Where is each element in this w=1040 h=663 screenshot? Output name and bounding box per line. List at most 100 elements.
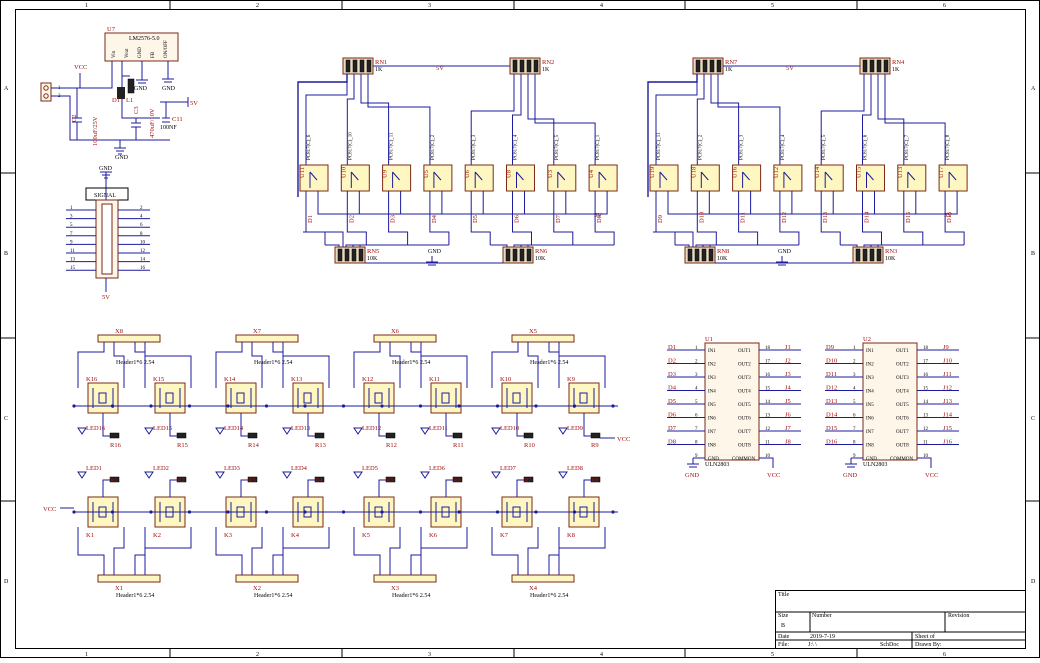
sheet-label: Sheet of <box>915 633 935 640</box>
driver-in-pin: 5 <box>853 400 856 405</box>
relay-wire <box>410 527 468 575</box>
resistor-network-ref: RN1 <box>375 59 387 66</box>
opto-glyph <box>824 171 833 188</box>
driver-input-net: D3 <box>668 371 676 378</box>
opto-ref: U4 <box>588 169 595 178</box>
resistor-network-ref: RN8 <box>717 248 729 255</box>
relay-coil <box>236 392 245 404</box>
junction-dot <box>303 510 307 514</box>
frame-row-label-left: B <box>4 251 8 257</box>
driver-out-pin: 12 <box>765 427 771 432</box>
led-symbol <box>491 471 501 479</box>
relay-wire <box>548 527 606 575</box>
opto-glyph <box>309 171 318 188</box>
opto-label: PC817(C)_8 <box>946 134 951 160</box>
resistor-network-ref: RN2 <box>542 59 554 66</box>
junction-dot <box>534 510 538 514</box>
drawn-by-label: Drawn By: <box>915 642 942 648</box>
driver-out-name: OUT6 <box>738 417 751 422</box>
opto-wire <box>429 191 450 245</box>
resistor-element <box>512 59 518 73</box>
resistor-ref: R16 <box>110 442 122 449</box>
driver-out-pin: 17 <box>765 360 771 365</box>
relay-wire <box>169 413 177 437</box>
opto-wire <box>367 74 431 165</box>
driver-in-pin: 2 <box>853 360 856 365</box>
cap-c3-ref: C3 <box>133 106 140 114</box>
junction-dot <box>611 404 615 408</box>
resistor-element <box>687 248 693 262</box>
header-ref: X6 <box>391 328 400 335</box>
junction-dot <box>341 404 346 408</box>
driver-ref: U2 <box>863 336 871 343</box>
resistor-element <box>716 59 722 73</box>
led-symbol <box>420 427 430 435</box>
opto-label: PC817(C)_4 <box>781 134 786 160</box>
signal-pin-right: 8 <box>140 232 143 237</box>
junction-dot <box>303 404 307 408</box>
regulator-pin-label: FB <box>151 51 156 58</box>
resistor-element <box>359 59 365 73</box>
resistor-element <box>366 59 372 73</box>
frame-column-label-top: 2 <box>256 3 259 9</box>
driver-in-name: IN5 <box>866 403 874 408</box>
junction-dot <box>611 510 615 514</box>
resistor-network-value: 1K <box>375 67 383 73</box>
driver-out-name: OUT3 <box>738 376 751 381</box>
gnd-label: GND <box>162 86 176 92</box>
relay-wire <box>353 527 401 575</box>
opto-label: PC817(C)_4 <box>514 134 519 160</box>
opto-label: PC817(C)_3 <box>740 134 745 160</box>
file-label: File: <box>778 642 789 648</box>
resistor-element <box>702 59 708 73</box>
resistor-network-body <box>684 246 716 264</box>
relay-ref: K9 <box>567 376 575 383</box>
driver-body <box>704 342 760 461</box>
opto-ref: U6 <box>464 169 471 178</box>
opto-ref: U19 <box>649 167 656 178</box>
relay-ref: K7 <box>500 532 509 539</box>
revision-label: Revision <box>948 613 969 619</box>
relay-coil <box>303 392 312 404</box>
relay-coil <box>98 392 107 404</box>
relay-wire <box>102 479 110 497</box>
driver-in-pin: 3 <box>695 373 698 378</box>
opto-body <box>814 164 844 192</box>
regulator-pin-label: Vout <box>125 48 130 58</box>
opto-body <box>856 164 885 192</box>
opto-net-label: D12 <box>781 212 788 223</box>
resistor-element <box>862 248 868 262</box>
header-value: Header1*6 2.54 <box>530 593 568 599</box>
opto-net-label: D7 <box>555 214 562 223</box>
led-ref: LED1 <box>86 465 102 472</box>
opto-bank-left: RN11KRN21K5VRN510KRN610KGND5VU11PC817(C)… <box>297 57 618 266</box>
relay-wire <box>516 413 524 437</box>
driver-input-net: D15 <box>826 425 837 432</box>
led-symbol <box>282 427 292 435</box>
driver-input-net: D6 <box>668 412 677 419</box>
led-ref: LED3 <box>224 465 240 472</box>
header-body <box>97 574 161 583</box>
driver-out-pin: 13 <box>923 414 929 419</box>
date-value: 2019-7-19 <box>810 634 835 640</box>
diode-ref: D1 <box>112 97 120 104</box>
resistor-network-body <box>502 246 534 264</box>
opto-wire <box>482 191 583 215</box>
opto-ref: U13 <box>897 167 904 178</box>
title-block-grid <box>775 611 1025 648</box>
opto-label: PC817(C)_2 <box>431 134 436 160</box>
driver-in-name: IN1 <box>708 349 716 354</box>
resistor <box>247 432 258 439</box>
relay-ref: K14 <box>224 376 236 383</box>
relay-wire <box>77 527 125 575</box>
opto-net-label: D8 <box>596 215 603 223</box>
opto-wire <box>915 191 933 215</box>
header-value: Header1*6 2.54 <box>392 593 430 599</box>
header-value: Header1*6 2.54 <box>116 593 154 599</box>
resistor <box>109 432 120 439</box>
resistor-network-ref: RN3 <box>885 248 897 255</box>
signal-pin-right: 10 <box>140 240 146 245</box>
resistor-element <box>883 59 889 73</box>
relay-wire <box>272 527 330 575</box>
